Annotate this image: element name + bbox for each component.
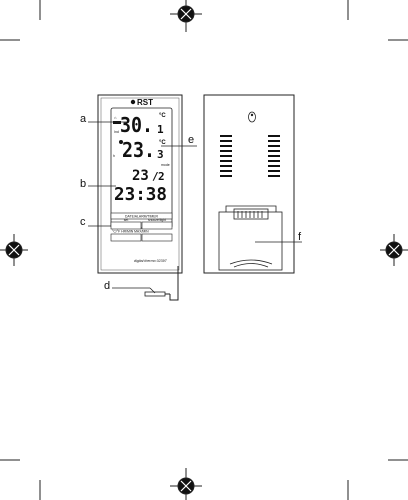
outdoor-temperature-decimal: 3	[157, 148, 164, 161]
max-min-button[interactable]	[141, 233, 173, 242]
leader-lines	[88, 121, 302, 294]
date-separator: /	[152, 170, 159, 183]
clock-time: 23:38	[114, 184, 167, 205]
indoor-icon: ⌂	[114, 115, 117, 120]
brand-name: RST	[137, 98, 153, 107]
indoor-unit: °C	[159, 113, 166, 119]
indoor-temperature-decimal: 1	[157, 123, 164, 136]
snooze-light-label: snooze/light	[148, 218, 166, 222]
outdoor-temperature: 23.	[122, 138, 155, 162]
date-alarm-timer-button[interactable]	[110, 212, 173, 220]
lcd-screen	[110, 107, 173, 229]
unit-hr-maxmin-label: °C/°F HR/MIN MAX/MIN	[112, 230, 149, 234]
battery-compartment	[218, 205, 283, 271]
indicator-bar	[113, 121, 121, 124]
callout-e: e	[188, 134, 194, 146]
front-unit: RST ⌂ Ind 30. 1 °C h 23. 3 °C mode 23 / …	[97, 94, 183, 274]
callout-b: b	[80, 178, 86, 190]
date-alarm-timer-label: DATE/ALARM/TIMER	[125, 215, 158, 219]
model-text: digital thermo 02397	[134, 259, 168, 263]
mode-label: mode	[161, 163, 170, 167]
vent-slots-right	[268, 135, 280, 177]
set-button[interactable]	[110, 221, 142, 230]
date-second: 2	[158, 170, 165, 183]
unit-button[interactable]	[110, 233, 142, 242]
date-main: 23	[132, 168, 149, 184]
sensor-cable	[144, 266, 179, 301]
indoor-label: Ind	[114, 130, 119, 134]
indoor-temperature: 30.	[120, 113, 153, 137]
vent-slots-left	[220, 135, 232, 177]
callout-f: f	[298, 231, 302, 243]
outdoor-unit: °C	[159, 140, 166, 146]
outdoor-icon	[119, 140, 123, 144]
outdoor-sensor-probe	[144, 291, 166, 297]
back-unit	[203, 94, 295, 274]
callout-d: d	[104, 280, 110, 292]
set-label: set	[124, 218, 129, 222]
callout-a: a	[80, 113, 87, 125]
callout-c: c	[80, 216, 86, 228]
brand-logo-icon	[130, 99, 136, 105]
humidity-label: h	[113, 154, 115, 158]
hanging-hole-icon	[248, 111, 256, 123]
snooze-light-button[interactable]	[141, 221, 173, 230]
